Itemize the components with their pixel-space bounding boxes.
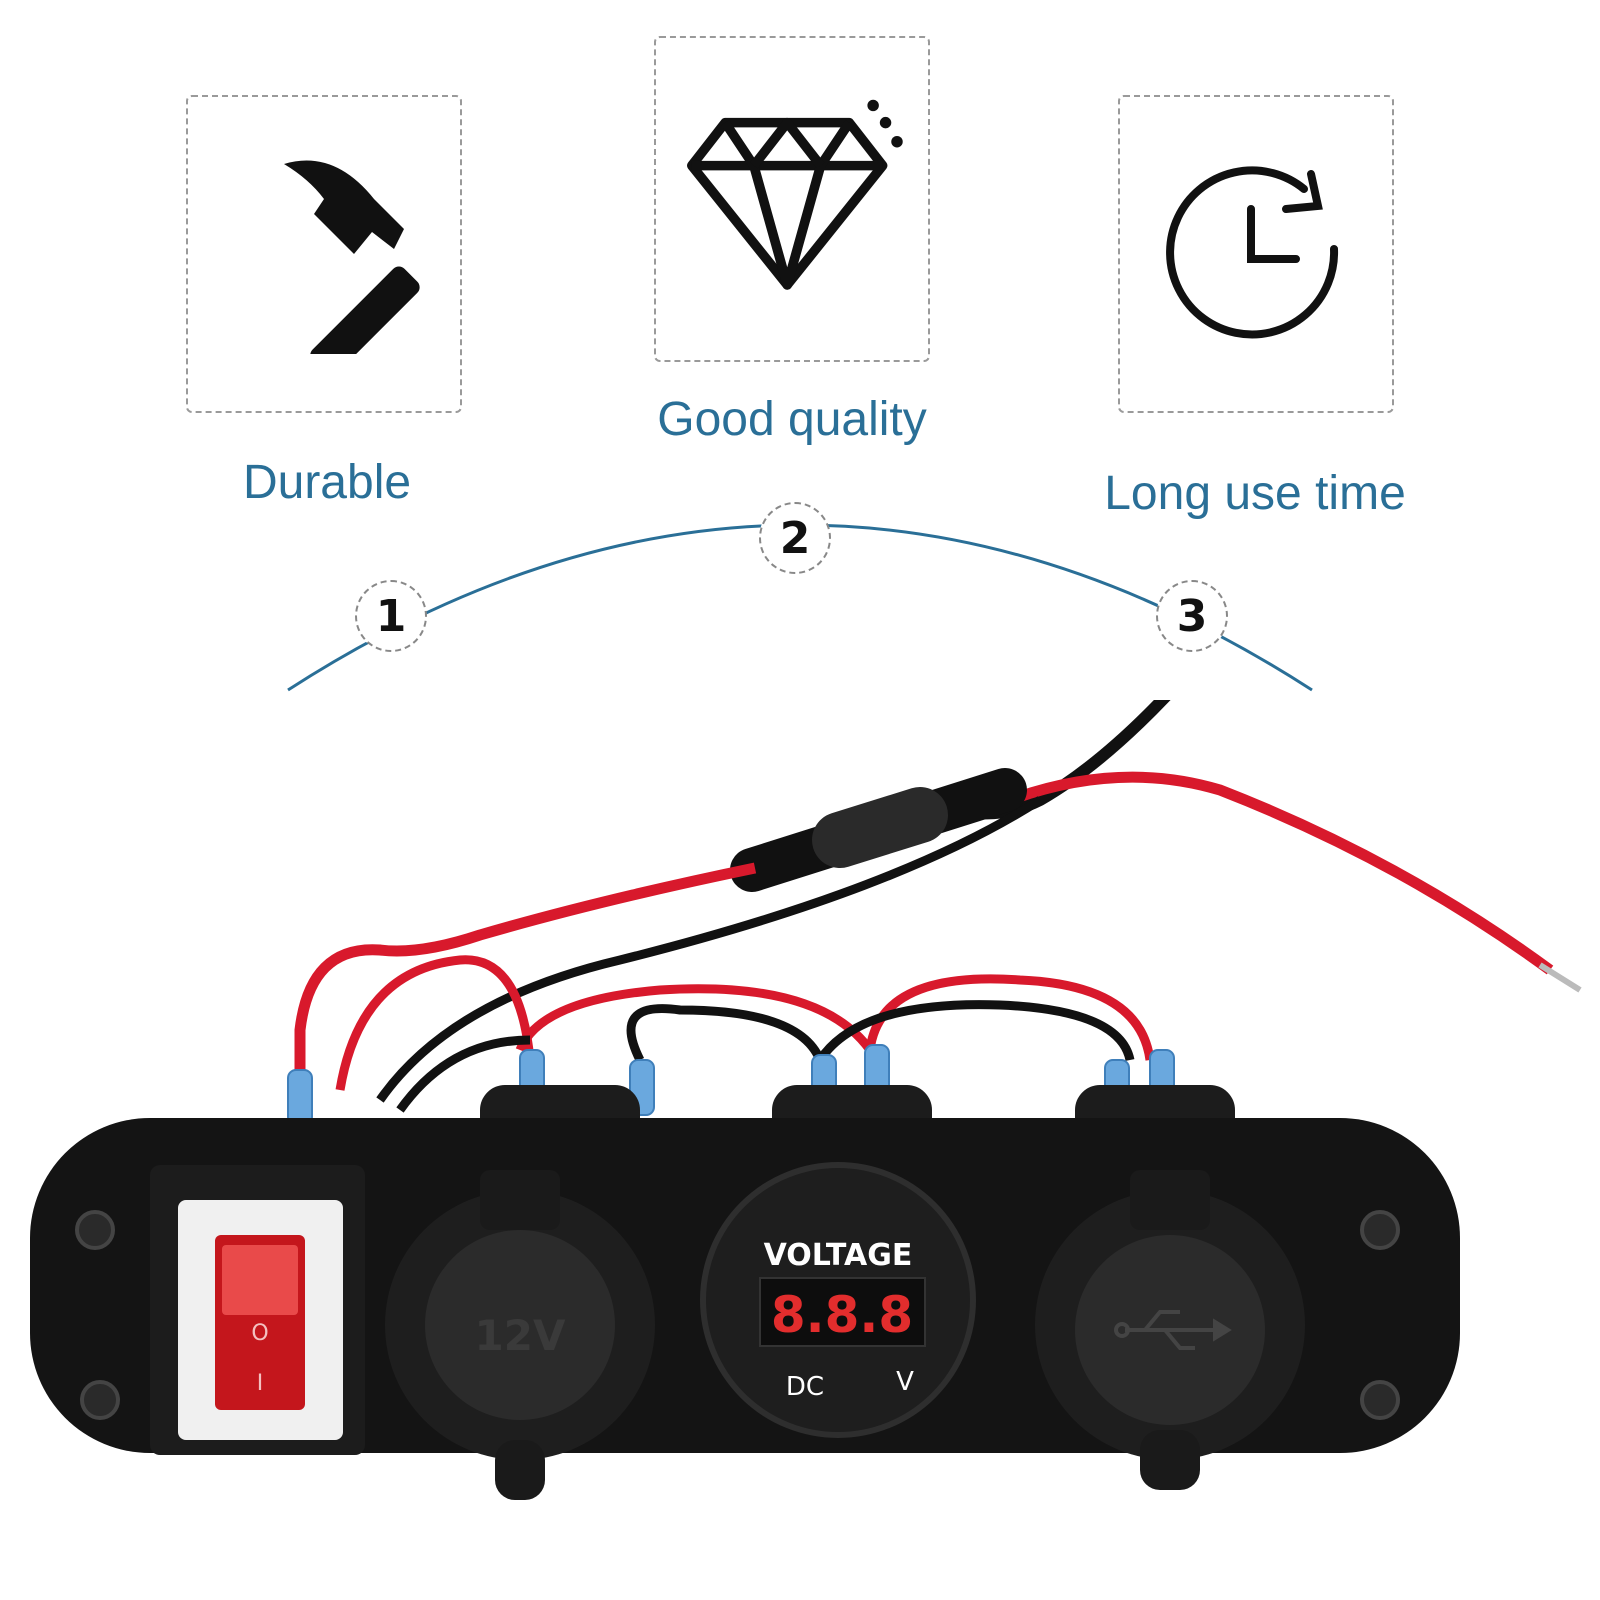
rocker-switch[interactable]: O I bbox=[150, 1165, 365, 1455]
feature-label-durable: Durable bbox=[242, 456, 412, 509]
red-jumper-3 bbox=[865, 974, 1155, 1061]
voltmeter-display: 8.8.8 bbox=[771, 1286, 913, 1344]
voltmeter-title: VOLTAGE bbox=[764, 1238, 913, 1273]
feature-label-long-use-time: Long use time bbox=[1104, 467, 1406, 520]
red-jumper-1 bbox=[335, 955, 535, 1091]
diamond-icon bbox=[687, 99, 903, 290]
voltmeter-dc-label: DC bbox=[786, 1372, 824, 1402]
usb-socket[interactable] bbox=[1035, 1170, 1305, 1490]
red-wire-main bbox=[294, 862, 757, 1070]
cigarette-socket[interactable]: 12V bbox=[385, 1170, 655, 1500]
screw-holes bbox=[75, 1210, 1400, 1420]
socket-label: 12V bbox=[475, 1311, 566, 1360]
step-badge-3: 3 bbox=[1156, 580, 1228, 652]
feature-box-durable bbox=[186, 95, 462, 413]
voltmeter-unit-label: V bbox=[896, 1367, 914, 1397]
switch-mark-off: O bbox=[251, 1321, 268, 1346]
step-badge-2: 2 bbox=[759, 502, 831, 574]
usb-icon bbox=[1114, 1310, 1232, 1350]
step-badge-1: 1 bbox=[355, 580, 427, 652]
switch-mark-on: I bbox=[257, 1371, 264, 1396]
red-lead-wire bbox=[1008, 771, 1554, 975]
voltmeter: VOLTAGE 8.8.8 DC V bbox=[700, 1162, 976, 1438]
fuse-holder bbox=[730, 768, 1027, 892]
red-jumper-2 bbox=[515, 984, 874, 1053]
black-jumper-2 bbox=[816, 1000, 1135, 1063]
wire-bare-end bbox=[1538, 962, 1582, 993]
feature-label-good-quality: Good quality bbox=[657, 393, 927, 446]
feature-box-long-use-time bbox=[1118, 95, 1394, 413]
hammer-icon bbox=[284, 160, 420, 354]
black-jumper-3 bbox=[396, 1035, 531, 1113]
black-jumper-1 bbox=[626, 1004, 825, 1063]
clock-refresh-icon bbox=[1166, 166, 1339, 339]
black-wire-main bbox=[376, 796, 1043, 1103]
switch-panel-product: O I 12V VOLTAGE 8.8.8 DC V bbox=[30, 700, 1582, 1500]
feature-box-good-quality bbox=[654, 36, 930, 362]
